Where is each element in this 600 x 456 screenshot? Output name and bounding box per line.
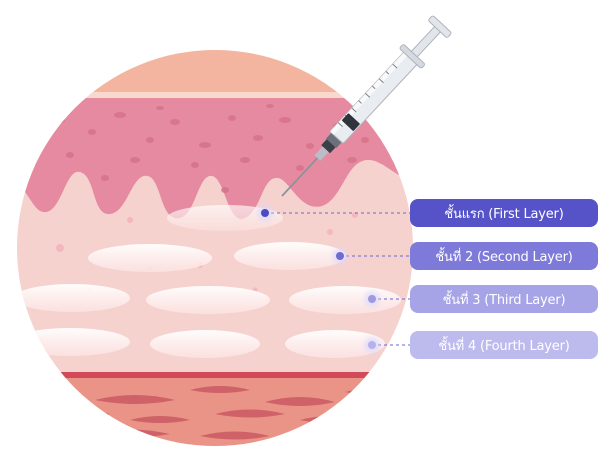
syringe-plunger [428,15,452,38]
syringe-needle [281,155,321,197]
layer-markers [254,202,383,356]
skin-surface-band [17,50,413,95]
epidermis-layer [17,98,413,219]
marker-dot-1 [261,209,269,217]
layer-label-second: ชั้นที่ 2 (Second Layer) [410,242,598,270]
marker-dot-3 [368,295,376,303]
layer-label-first: ชั้นแรก (First Layer) [410,199,598,227]
subcutaneous-layer [17,378,413,446]
marker-dot-4 [368,341,376,349]
marker-dot-2 [336,252,344,260]
layer-label-fourth: ชั้นที่ 4 (Fourth Layer) [410,331,598,359]
layer-label-fourth-text: ชั้นที่ 4 (Fourth Layer) [438,338,570,354]
layer-label-third: ชั้นที่ 3 (Third Layer) [410,285,598,313]
layer-label-first-text: ชั้นแรก (First Layer) [444,206,564,222]
layer-label-third-text: ชั้นที่ 3 (Third Layer) [442,292,566,308]
layer-label-second-text: ชั้นที่ 2 (Second Layer) [435,249,573,265]
muscle-line [17,372,413,378]
syringe-illustration [281,15,452,197]
